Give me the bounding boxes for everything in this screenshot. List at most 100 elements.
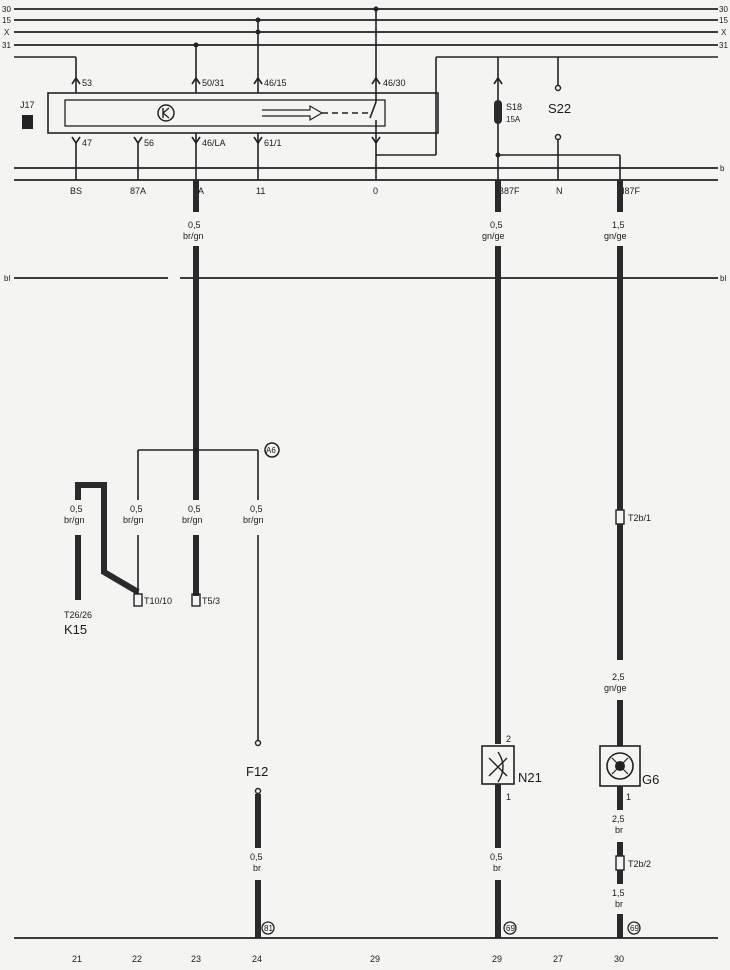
component-n21: 2 1 N21 0,5 br 69 (481, 734, 542, 938)
bus-label-right-30: 30 (719, 5, 728, 14)
g6-label: G6 (642, 772, 659, 787)
terminal-87a: 87A (130, 186, 146, 196)
wire-size: 0,5 (250, 504, 263, 514)
switch-s22: S22 (495, 57, 621, 180)
terminal-b87f: B87F (498, 186, 520, 196)
connector-icon (191, 593, 201, 607)
sender-gauge-icon (606, 752, 634, 780)
wire-color: br (615, 899, 623, 909)
wire-size: 2,5 (612, 672, 625, 682)
wire-size: 1,5 (612, 888, 625, 898)
ground-label: 69 (506, 924, 515, 933)
terminal-11: 11 (256, 186, 265, 196)
relay-arrow-icon (262, 104, 324, 122)
connector-icon (615, 855, 625, 871)
relay-pin-46-la: 46/LA (202, 138, 226, 148)
switch-contact-icon (254, 739, 262, 747)
bus-bl-line: bl bl (4, 274, 726, 283)
bus-label-right-31: 31 (719, 41, 728, 50)
connector-t10: T10/10 (144, 596, 172, 606)
terminal-h87f: H87F (618, 186, 641, 196)
wire-size: 2,5 (612, 814, 625, 824)
column-number: 27 (553, 954, 563, 964)
n21-pin-top: 2 (506, 734, 511, 744)
connector-a6-icon (264, 442, 280, 458)
wire-size: 0,5 (250, 852, 263, 862)
relay-pin-53: 53 (82, 78, 92, 88)
wire-column-24: 0,5 br/gn F12 0,5 br 81 (243, 504, 275, 938)
ground-icon (503, 921, 517, 935)
bus-label-left-30: 30 (2, 5, 11, 14)
component-g6: T2b/1 2,5 gn/ge G6 1 2,5 br T2b/2 1,5 br… (599, 509, 659, 938)
n21-box (481, 745, 515, 785)
wire-column-22: 0,5 br/gn T10/10 (123, 504, 172, 607)
relay-label: J17 (20, 100, 35, 110)
bus-b-label: b (720, 164, 725, 173)
wire-color: br/gn (123, 515, 144, 525)
bus-bl-label-right: bl (720, 274, 726, 283)
terminal-0: 0 (373, 186, 378, 196)
wire-color: br/gn (243, 515, 264, 525)
n21-pin-bottom: 1 (506, 792, 511, 802)
column-number: 21 (72, 954, 82, 964)
connector-k15: K15 (64, 622, 87, 637)
n21-label: N21 (518, 770, 542, 785)
wire-column-21: 0,5 br/gn T26/26 K15 (64, 482, 140, 637)
relay-pin-61-1: 61/1 (264, 138, 282, 148)
connector-t26: T26/26 (64, 610, 92, 620)
bus-label-right-x: X (721, 28, 727, 37)
ground-icon (261, 921, 275, 935)
column-number: 22 (132, 954, 142, 964)
wire-column-23: 0,5 br/gn (183, 180, 204, 596)
wire-size: 0,5 (188, 504, 201, 514)
bus-lines: 30 15 X 31 30 15 X 31 (2, 5, 728, 50)
wire-size: 1,5 (612, 220, 625, 230)
bus-label-left-15: 15 (2, 16, 11, 25)
wire-color: br/gn (64, 515, 85, 525)
fuse-rating: 15A (506, 115, 521, 124)
connector-icon (133, 593, 143, 607)
component-f12: F12 (246, 764, 268, 779)
relay-pin-56: 56 (144, 138, 154, 148)
wire-color: br (493, 863, 501, 873)
relay-coil-icon (157, 104, 175, 122)
branch-a6: A6 (137, 442, 280, 500)
wire-column-23-lower: 0,5 br/gn T5/3 (182, 504, 220, 607)
wire-size: 0,5 (130, 504, 143, 514)
wire-column-29: 0,5 gn/ge (482, 180, 505, 744)
wire-color: br (253, 863, 261, 873)
terminal-row: b BS 87A LA 11 0 B87F N H87F (14, 164, 725, 196)
connector-t2b2: T2b/2 (628, 859, 651, 869)
relay-j17: J17 53 50/31 46/15 46/30 47 56 46/LA (14, 9, 439, 180)
wire-color: gn/ge (604, 683, 627, 693)
switch-label: S22 (548, 101, 571, 116)
column-number: 23 (191, 954, 201, 964)
bus-bl-label-left: bl (4, 274, 10, 283)
wire-color: gn/ge (482, 231, 505, 241)
connector-icon (615, 509, 625, 525)
bus-label-left-31: 31 (2, 41, 11, 50)
relay-pin-46-15: 46/15 (264, 78, 287, 88)
connector-t5: T5/3 (202, 596, 220, 606)
wire-color: br (615, 825, 623, 835)
bus-label-right-15: 15 (719, 16, 728, 25)
column-number: 30 (614, 954, 624, 964)
ground-label: 81 (264, 924, 273, 933)
wire-size: 0,5 (188, 220, 201, 230)
ground-icon (627, 921, 641, 935)
fuse-s18: S18 15A (376, 56, 718, 180)
relay-marker-icon (22, 115, 33, 129)
g6-pin-bottom: 1 (626, 792, 631, 802)
wire-size: 0,5 (70, 504, 83, 514)
column-number: 29 (370, 954, 380, 964)
relay-pin-50-31: 50/31 (202, 78, 225, 88)
relay-pin-46-30: 46/30 (383, 78, 406, 88)
wire-color: gn/ge (604, 231, 627, 241)
fuse-label: S18 (506, 102, 522, 112)
relay-pin-47: 47 (82, 138, 92, 148)
wire-size: 0,5 (490, 852, 503, 862)
terminal-bs: BS (70, 186, 82, 196)
bus-label-left-x: X (4, 28, 10, 37)
terminal-n: N (556, 186, 563, 196)
